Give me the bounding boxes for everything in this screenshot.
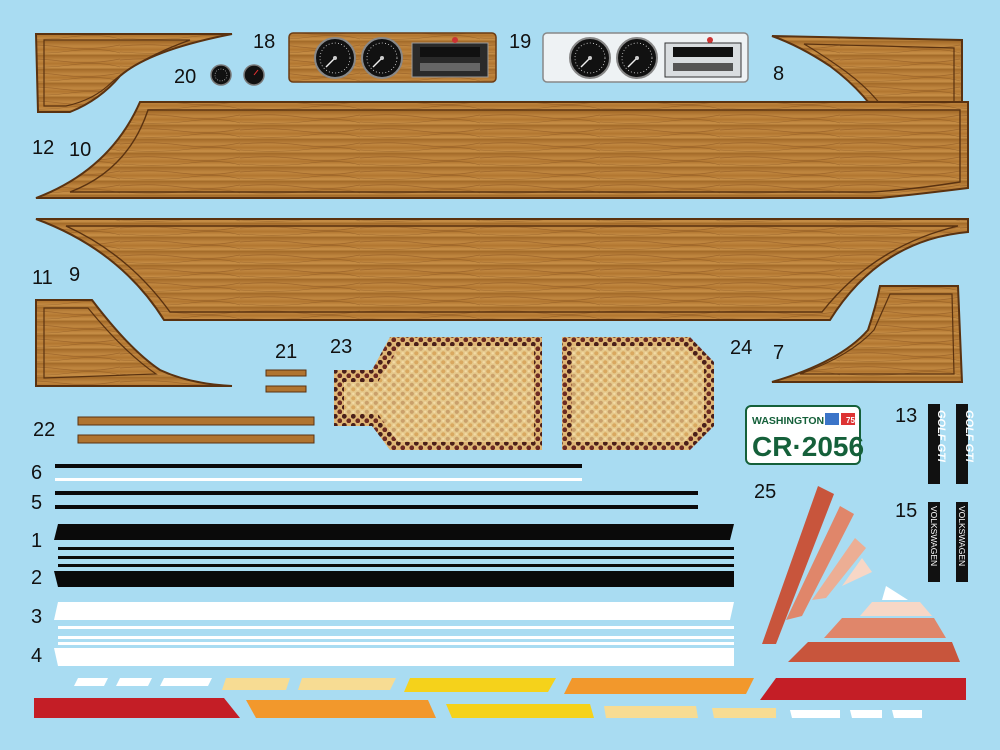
decal-10-wood-panel xyxy=(35,101,969,199)
decal-12-wood-corner xyxy=(34,33,233,113)
decal-20-small-gauges xyxy=(210,64,265,86)
decal-number: 10 xyxy=(69,139,92,161)
plate-badge: 75 xyxy=(846,416,855,425)
decal-6-stripe xyxy=(55,478,582,481)
decal-color-stripes-bottom xyxy=(34,698,922,718)
decal-15-volkswagen-badges: VOLKSWAGEN VOLKSWAGEN xyxy=(928,502,968,582)
decal-21-strip xyxy=(265,369,307,377)
decal-number: 23 xyxy=(330,336,353,358)
decal-9-wood-panel xyxy=(35,218,969,321)
decal-number: 12 xyxy=(32,137,55,159)
decal-number: 2 xyxy=(31,567,43,589)
decal-number: 7 xyxy=(773,342,785,364)
badge-brand: VOLKSWAGEN xyxy=(957,506,967,566)
decal-2-black-stripe xyxy=(54,564,734,587)
decal-number: 19 xyxy=(509,31,532,53)
decal-13-golf-gti-badges: GOLF GTI GOLF GTI xyxy=(928,404,975,484)
decal-3-white-stripe xyxy=(54,602,734,639)
gauge-icon xyxy=(361,37,403,79)
rattan-pattern xyxy=(344,346,534,442)
decal-18-dashboard-wood xyxy=(288,32,497,83)
plate-number: CR·2056 xyxy=(752,431,864,462)
decal-5-stripe xyxy=(55,505,698,509)
gauge-icon xyxy=(569,37,611,79)
decal-number: 8 xyxy=(773,63,785,85)
decal-number: 3 xyxy=(31,606,43,628)
badge-brand: VOLKSWAGEN xyxy=(929,506,939,566)
decal-number: 5 xyxy=(31,492,43,514)
decal-5-stripe xyxy=(55,491,698,495)
badge-model: GOLF GTI xyxy=(935,410,947,463)
gauge-icon xyxy=(616,37,658,79)
decal-25-license-plate: WASHINGTON 75 CR·2056 xyxy=(745,405,864,465)
decal-19-dashboard-silver xyxy=(542,32,749,83)
decal-22-strip xyxy=(77,416,315,426)
decal-rainbow-fan xyxy=(762,486,960,662)
decal-number: 18 xyxy=(253,31,276,53)
decal-1-black-stripe xyxy=(54,524,734,559)
gauge-icon xyxy=(314,37,356,79)
decal-number: 11 xyxy=(32,267,53,289)
decal-number: 4 xyxy=(31,645,43,667)
decal-4-white-stripe xyxy=(54,642,734,666)
decal-number: 21 xyxy=(275,341,298,363)
decal-number: 1 xyxy=(31,530,43,552)
decal-number: 24 xyxy=(730,337,753,359)
decal-6-stripe xyxy=(55,464,582,468)
decal-color-stripes-top xyxy=(74,678,966,700)
decal-number: 25 xyxy=(754,481,777,503)
decal-number: 20 xyxy=(174,66,197,88)
decal-number: 9 xyxy=(69,264,81,286)
decal-11-wood-corner xyxy=(35,299,233,387)
plate-state: WASHINGTON xyxy=(752,415,824,427)
rattan-pattern xyxy=(572,346,704,442)
decal-21-strip xyxy=(265,385,307,393)
decal-number: 22 xyxy=(33,419,56,441)
decal-number: 6 xyxy=(31,462,43,484)
decal-number: 13 xyxy=(895,405,918,427)
decal-22-strip xyxy=(77,434,315,444)
decal-7-wood-corner xyxy=(771,285,964,383)
decal-number: 15 xyxy=(895,500,918,522)
badge-model: GOLF GTI xyxy=(963,410,975,463)
